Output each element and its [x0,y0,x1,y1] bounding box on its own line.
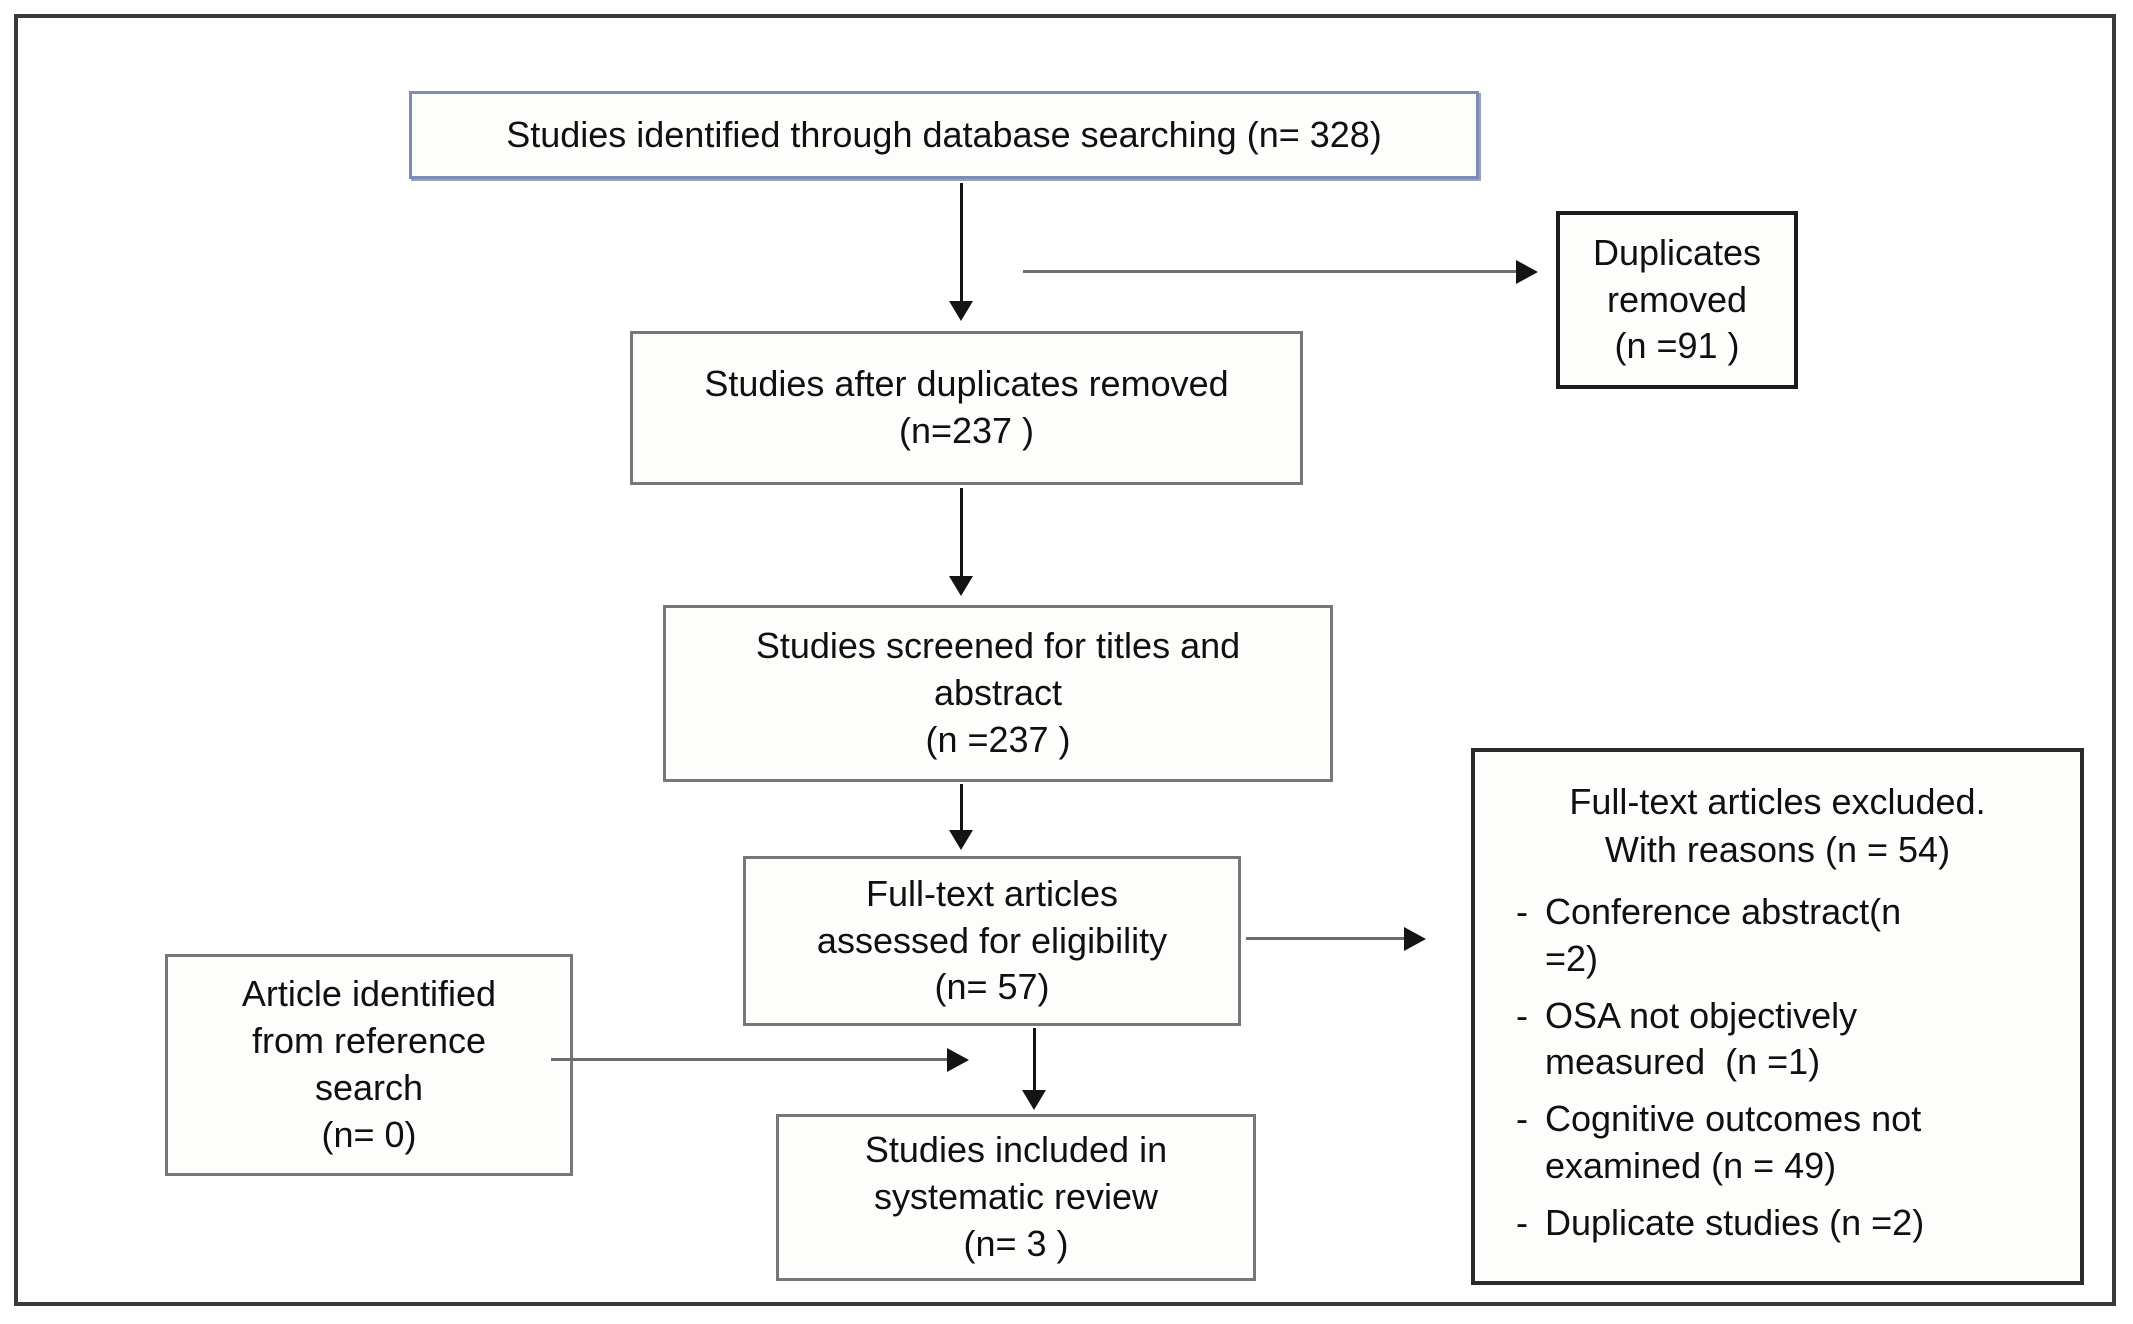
box-eligibility: Full-text articles assessed for eligibil… [743,856,1241,1026]
box-after-duplicates-line-1: Studies after duplicates removed [704,363,1229,405]
box-studies-included-line-1: Studies included in [864,1129,1168,1171]
excluded-reasons-list: - Conference abstract(n =2) - OSA not ob… [1499,879,2056,1247]
bullet-dash-icon: - [1516,891,1528,933]
excluded-reason-item: - OSA not objectively measured (n =1) [1499,993,2056,1087]
box-reference-search-line-3: search [314,1067,424,1108]
box-reference-search: Article identified from reference search… [165,954,573,1176]
bullet-dash-icon: - [1516,994,1528,1036]
excluded-heading-line-2: With reasons (n = 54) [1604,828,1951,870]
box-after-duplicates-line-2: (n=237 ) [898,410,1035,451]
excluded-reason-label-2: OSA not objectively measured (n =1) [1545,994,1858,1083]
arrowhead-down-screened [949,576,973,596]
connector-to-duplicates-removed [1023,270,1518,273]
excluded-reason-label-1: Conference abstract(n =2) [1545,891,1902,979]
bullet-dash-icon: - [1516,1098,1528,1140]
box-duplicates-removed-line-3: (n =91 ) [1614,325,1740,367]
box-studies-included-line-3: (n= 3 ) [963,1222,1069,1264]
excluded-heading-line-1: Full-text articles excluded. [1569,781,1986,822]
box-reference-search-line-2: from reference [251,1020,487,1062]
box-studies-screened-line-3: (n =237 ) [925,718,1071,760]
connector-identified-to-after-duplicates [960,183,963,303]
connector-eligibility-to-excluded [1246,937,1406,940]
box-duplicates-removed-line-2: removed [1606,278,1748,320]
excluded-reason-label-3: Cognitive outcomes not examined (n = 49) [1545,1098,1922,1187]
connector-after-duplicates-to-screened [960,488,963,578]
arrowhead-down-identified [949,301,973,321]
box-studies-screened-line-1: Studies screened for titles and [755,625,1241,667]
box-studies-included: Studies included in systematic review (n… [776,1114,1256,1281]
diagram-frame: Studies identified through database sear… [14,14,2116,1306]
box-studies-screened-line-2: abstract [933,672,1063,714]
box-eligibility-line-2: assessed for eligibility [816,919,1168,961]
box-duplicates-removed: Duplicates removed (n =91 ) [1556,211,1798,389]
box-studies-identified: Studies identified through database sear… [409,91,1479,179]
arrowhead-down-eligibility [949,830,973,850]
box-eligibility-line-3: (n= 57) [934,966,1050,1008]
box-studies-identified-line-1: Studies identified through database sear… [506,113,1382,155]
connector-reference-search-to-included [551,1058,951,1061]
box-studies-included-line-2: systematic review [873,1176,1159,1218]
arrowhead-down-included [1022,1090,1046,1110]
box-reference-search-line-4: (n= 0) [321,1113,417,1155]
box-after-duplicates: Studies after duplicates removed (n=237 … [630,331,1303,485]
excluded-reason-label-4: Duplicate studies (n =2) [1545,1201,1925,1243]
box-studies-screened: Studies screened for titles and abstract… [663,605,1333,782]
excluded-heading: Full-text articles excluded. With reason… [1499,778,2056,873]
box-eligibility-line-1: Full-text articles [865,872,1119,914]
excluded-reason-item: - Conference abstract(n =2) [1499,889,2056,983]
excluded-reason-item: - Cognitive outcomes not examined (n = 4… [1499,1096,2056,1190]
arrowhead-right-excluded [1404,927,1426,951]
arrowhead-right-duplicates [1516,260,1538,284]
box-full-text-excluded: Full-text articles excluded. With reason… [1471,748,2084,1285]
excluded-reason-item: - Duplicate studies (n =2) [1499,1200,2056,1247]
arrowhead-right-reference-search [947,1048,969,1072]
connector-eligibility-to-included [1033,1028,1036,1094]
box-duplicates-removed-line-1: Duplicates [1592,231,1762,273]
box-reference-search-line-1: Article identified [241,973,497,1015]
bullet-dash-icon: - [1516,1201,1528,1243]
connector-screened-to-eligibility [960,784,963,834]
